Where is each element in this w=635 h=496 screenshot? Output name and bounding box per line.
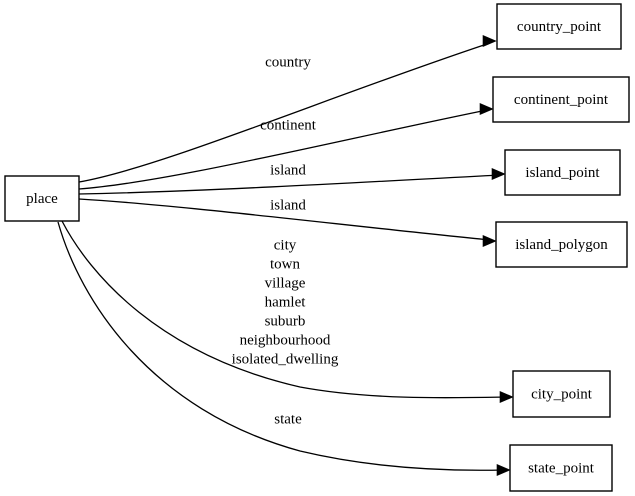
edge-place-island_polygon[interactable] (78, 198, 497, 247)
edge-label-place-country_point: country (265, 54, 311, 70)
node-label-island_polygon: island_polygon (515, 237, 608, 253)
edge-place-country_point[interactable] (78, 35, 497, 183)
edge-label-line: state (274, 411, 302, 427)
edge-label-place-state_point: state (274, 411, 302, 427)
node-box-country_point (496, 3, 622, 50)
node-label-place: place (26, 191, 58, 207)
edge-line-place-city_point (61, 220, 508, 399)
edge-label-line: town (270, 256, 301, 272)
edge-label-line: neighbourhood (240, 332, 331, 348)
node-box-city_point (512, 370, 611, 418)
edge-labels-layer: country continent island island city town vill… (232, 54, 339, 427)
arrowhead-icon (482, 235, 497, 247)
arrowhead-icon (496, 464, 511, 476)
edge-label-place-island_polygon: island (270, 197, 306, 213)
edge-place-city_point[interactable] (61, 220, 514, 403)
node-label-continent_point: continent_point (514, 92, 609, 108)
edge-label-place-city_point: city town village hamlet suburb neighbourhood… (232, 237, 339, 367)
arrowhead-icon (482, 35, 497, 47)
arrowhead-icon (499, 391, 514, 403)
node-box-continent_point (492, 76, 630, 123)
node-country_point[interactable]: country_point (496, 3, 622, 50)
edge-label-line: country (265, 54, 311, 70)
nodes-layer: place country_point continent_point island_… (4, 3, 630, 492)
edge-label-line: island (270, 197, 306, 213)
node-label-country_point: country_point (517, 19, 602, 35)
node-city_point[interactable]: city_point (512, 370, 611, 418)
node-island_polygon[interactable]: island_polygon (495, 221, 628, 268)
node-label-island_point: island_point (525, 165, 600, 181)
edge-label-line: continent (260, 117, 317, 133)
node-island_point[interactable]: island_point (504, 149, 621, 196)
node-label-state_point: state_point (528, 460, 595, 476)
node-state_point[interactable]: state_point (509, 444, 613, 492)
node-box-state_point (509, 444, 613, 492)
edge-line-place-continent_point (78, 109, 488, 190)
node-box-island_point (504, 149, 621, 196)
edge-line-place-country_point (78, 42, 491, 183)
edge-line-place-state_point (57, 221, 505, 471)
edges-layer (57, 35, 514, 476)
node-box-island_polygon (495, 221, 628, 268)
edge-place-state_point[interactable] (57, 221, 511, 476)
edge-label-line: hamlet (265, 294, 307, 310)
edge-label-line: village (265, 275, 306, 291)
edge-line-place-island_point (78, 174, 500, 195)
node-continent_point[interactable]: continent_point (492, 76, 630, 123)
edge-label-line: isolated_dwelling (232, 351, 339, 367)
edge-label-line: suburb (265, 313, 306, 329)
edge-label-line: city (274, 237, 297, 253)
edge-label-line: island (270, 162, 306, 178)
node-place[interactable]: place (4, 175, 80, 222)
edge-place-continent_point[interactable] (78, 103, 494, 190)
arrowhead-icon (491, 168, 506, 180)
node-box-place (4, 175, 80, 222)
node-label-city_point: city_point (531, 386, 593, 402)
edge-line-place-island_polygon (78, 198, 491, 241)
edge-place-island_point[interactable] (78, 168, 506, 195)
arrowhead-icon (479, 103, 494, 115)
edge-label-place-island_point: island (270, 162, 306, 178)
edge-label-place-continent_point: continent (260, 117, 317, 133)
